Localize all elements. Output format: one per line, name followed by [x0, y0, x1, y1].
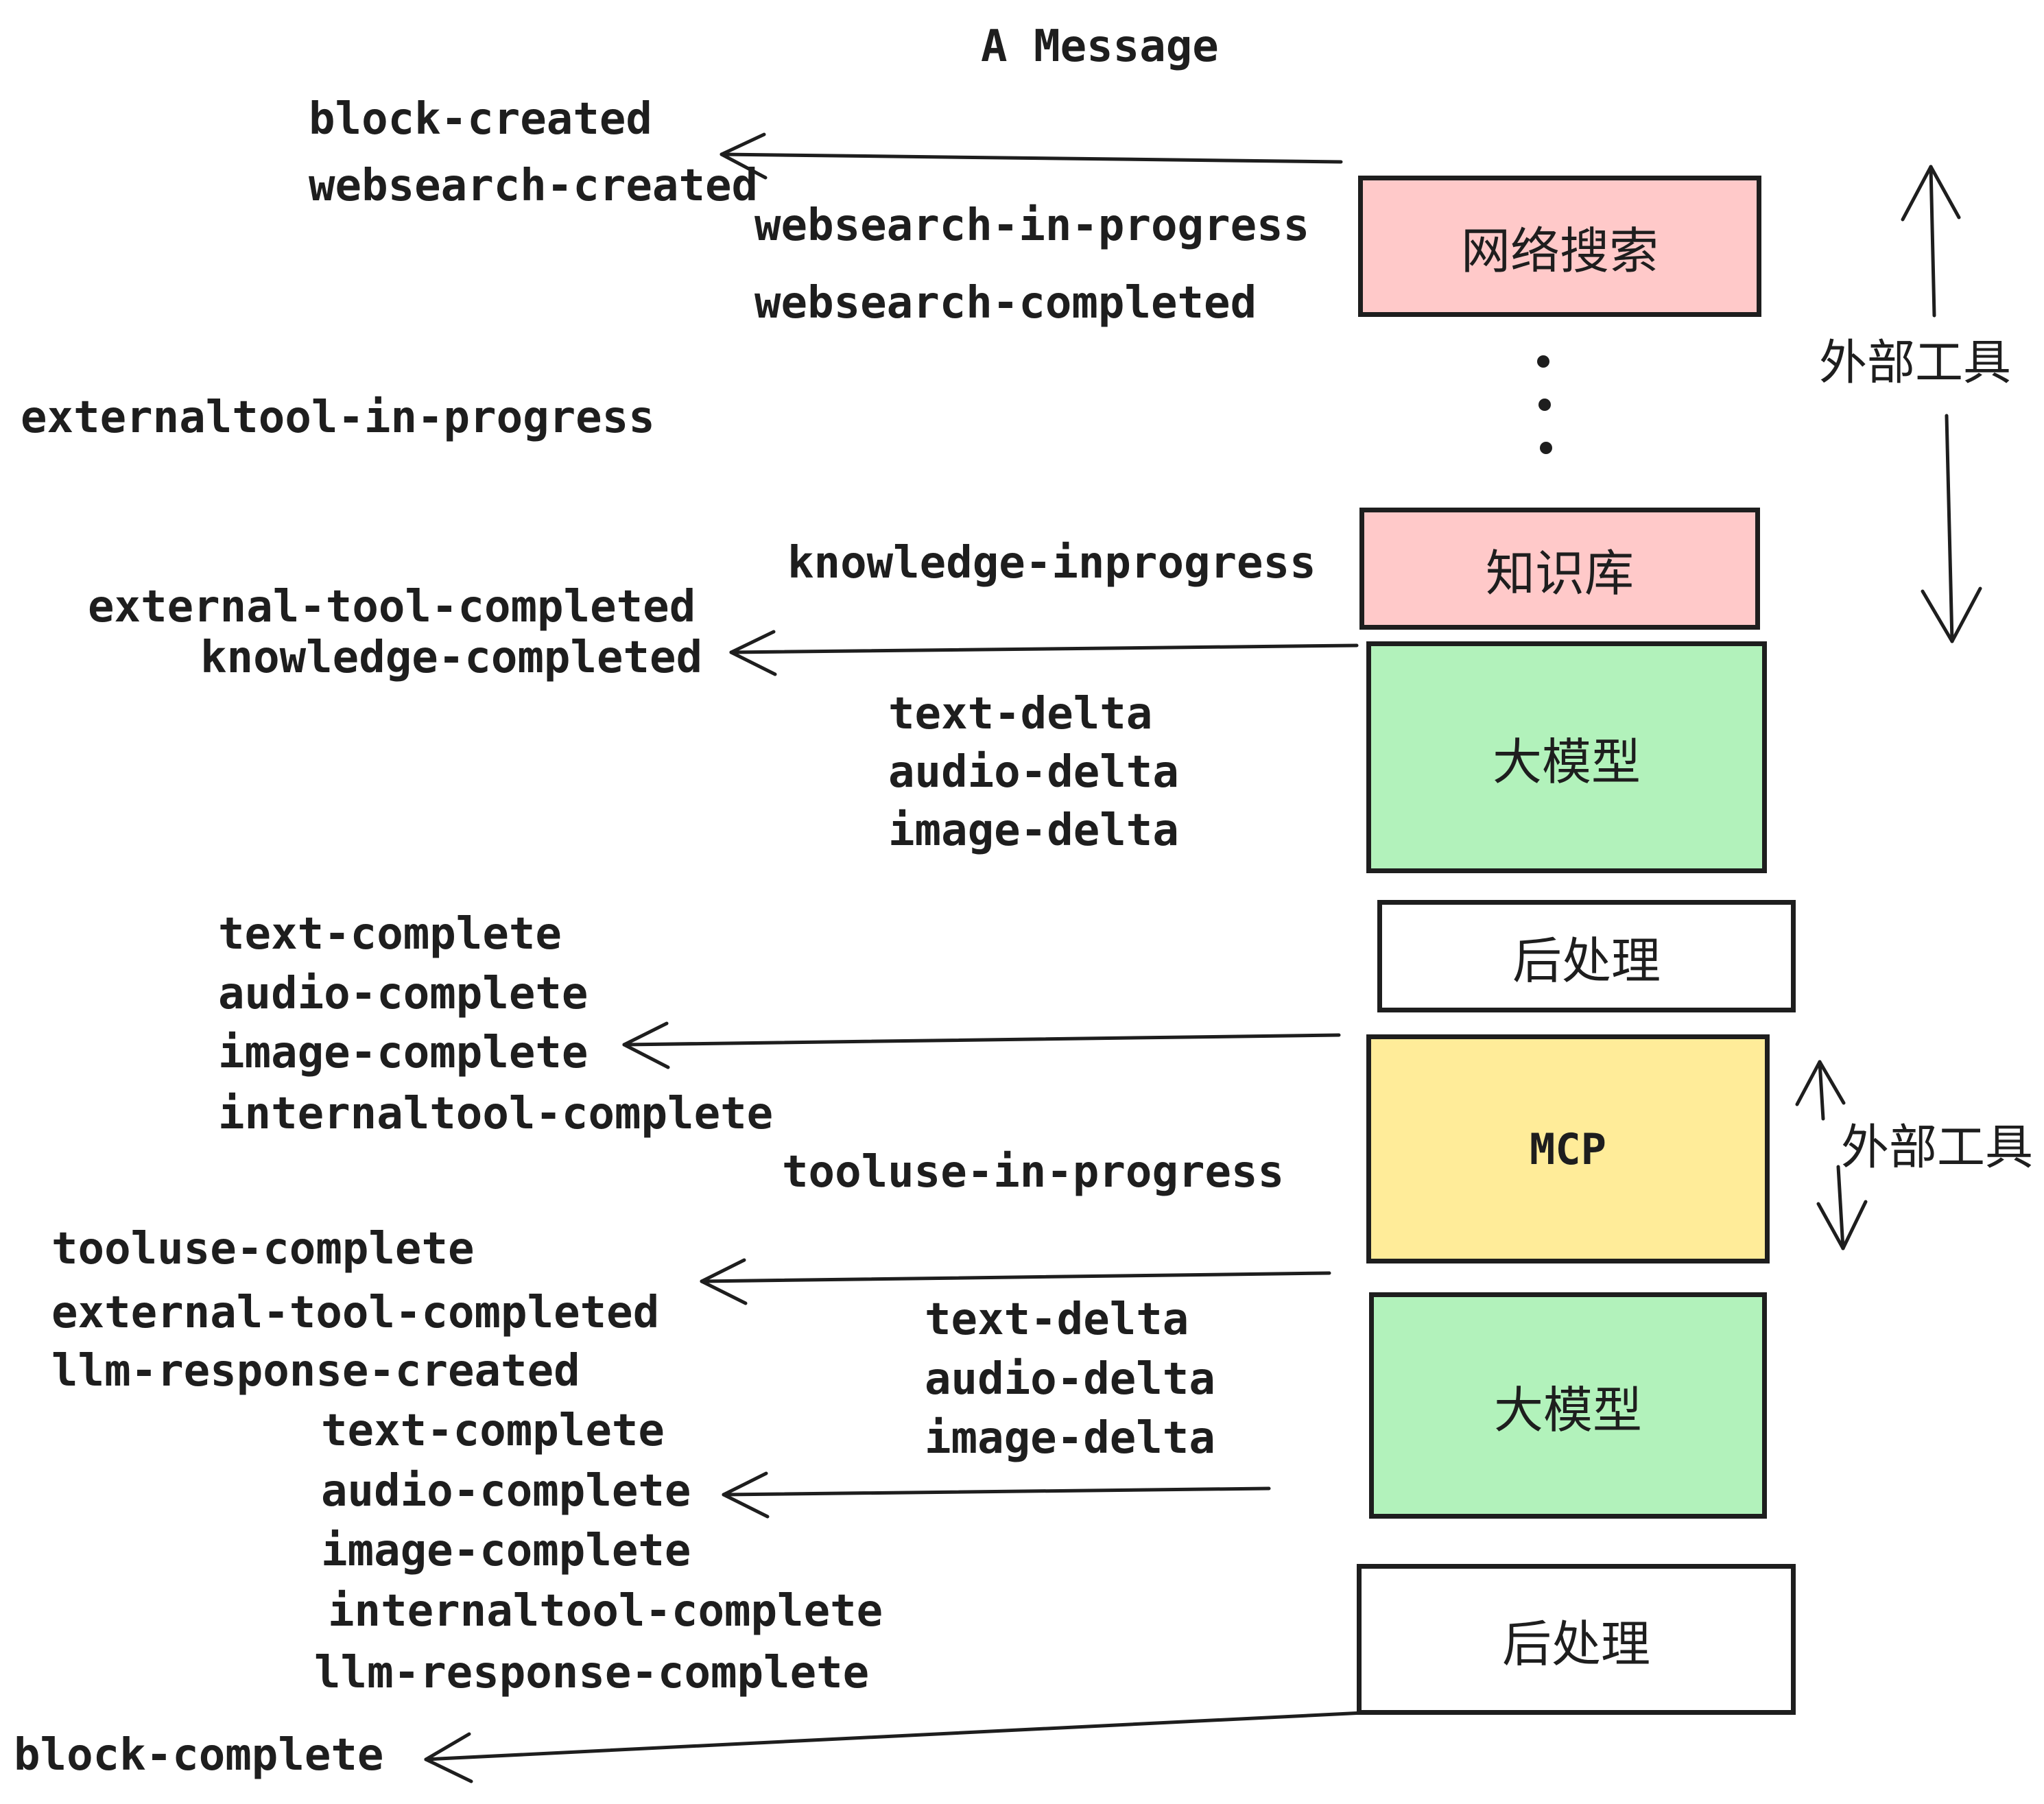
event-image-delta-1: image-delta: [888, 805, 1179, 857]
box-postprocess-1: 后处理: [1377, 900, 1796, 1012]
external-tools-up-arrow: [1901, 165, 1961, 318]
event-tooluse-in-progress: tooluse-in-progress: [782, 1147, 1285, 1198]
event-block-created: block-created: [309, 94, 652, 145]
event-llm-response-created: llm-response-created: [51, 1346, 580, 1397]
external-tools-label-1: 外部工具: [1819, 335, 2011, 390]
mcp-external-tools-down-arrow: [1816, 1165, 1868, 1250]
event-external-tool-completed-2: external-tool-completed: [51, 1287, 660, 1339]
vertical-dots-icon: [1537, 355, 1552, 454]
event-external-tool-completed-1: external-tool-completed: [88, 582, 696, 633]
event-block-complete: block-complete: [14, 1730, 384, 1781]
arrow-to-knowledge-completed: [729, 630, 1359, 676]
event-text-complete-1: text-complete: [218, 909, 562, 960]
arrow-to-block-complete: [424, 1711, 1366, 1783]
event-audio-complete-2: audio-complete: [321, 1466, 691, 1517]
event-knowledge-inprogress: knowledge-inprogress: [787, 538, 1316, 589]
box-websearch-label: 网络搜索: [1460, 224, 1659, 279]
event-websearch-completed: websearch-completed: [754, 278, 1257, 329]
event-audio-complete-1: audio-complete: [218, 969, 589, 1020]
arrow-to-tooluse-complete: [700, 1258, 1331, 1305]
event-externaltool-in-progress: externaltool-in-progress: [21, 392, 655, 444]
box-postprocess-2: 后处理: [1357, 1564, 1796, 1715]
box-knowledge: 知识库: [1359, 508, 1760, 630]
box-mcp-label: MCP: [1530, 1124, 1606, 1174]
event-image-complete-1: image-complete: [218, 1028, 589, 1079]
event-audio-delta-1: audio-delta: [888, 747, 1179, 798]
external-tools-label-2: 外部工具: [1841, 1120, 2033, 1174]
box-llm-2: 大模型: [1369, 1292, 1767, 1519]
event-image-delta-2: image-delta: [925, 1413, 1215, 1464]
box-mcp: MCP: [1366, 1034, 1770, 1263]
event-websearch-created: websearch-created: [309, 161, 759, 212]
arrow-to-image-complete: [622, 1021, 1341, 1069]
event-tooluse-complete: tooluse-complete: [51, 1224, 475, 1275]
arrow-to-audio-complete: [722, 1471, 1271, 1519]
arrow-to-block-created: [720, 132, 1343, 180]
box-postprocess-2-label: 后处理: [1501, 1617, 1650, 1672]
box-knowledge-label: 知识库: [1485, 546, 1634, 602]
event-text-delta-2: text-delta: [925, 1294, 1189, 1346]
event-websearch-in-progress: websearch-in-progress: [754, 200, 1310, 252]
event-knowledge-completed: knowledge-completed: [200, 632, 703, 684]
box-llm-2-label: 大模型: [1493, 1383, 1642, 1438]
event-llm-response-complete: llm-response-complete: [314, 1648, 870, 1699]
box-llm-1: 大模型: [1366, 641, 1767, 873]
external-tools-down-arrow: [1921, 414, 1982, 643]
box-postprocess-1-label: 后处理: [1512, 934, 1661, 989]
event-internaltool-complete-2: internaltool-complete: [328, 1586, 883, 1637]
mcp-external-tools-up-arrow: [1795, 1060, 1846, 1121]
page-title: A Message: [981, 21, 1219, 72]
event-image-complete-2: image-complete: [321, 1526, 691, 1577]
event-audio-delta-2: audio-delta: [925, 1354, 1215, 1405]
event-internaltool-complete-1: internaltool-complete: [218, 1089, 774, 1140]
event-text-delta-1: text-delta: [888, 689, 1153, 740]
box-websearch: 网络搜索: [1358, 176, 1761, 317]
event-text-complete-2: text-complete: [321, 1405, 665, 1457]
box-llm-1-label: 大模型: [1492, 735, 1641, 790]
